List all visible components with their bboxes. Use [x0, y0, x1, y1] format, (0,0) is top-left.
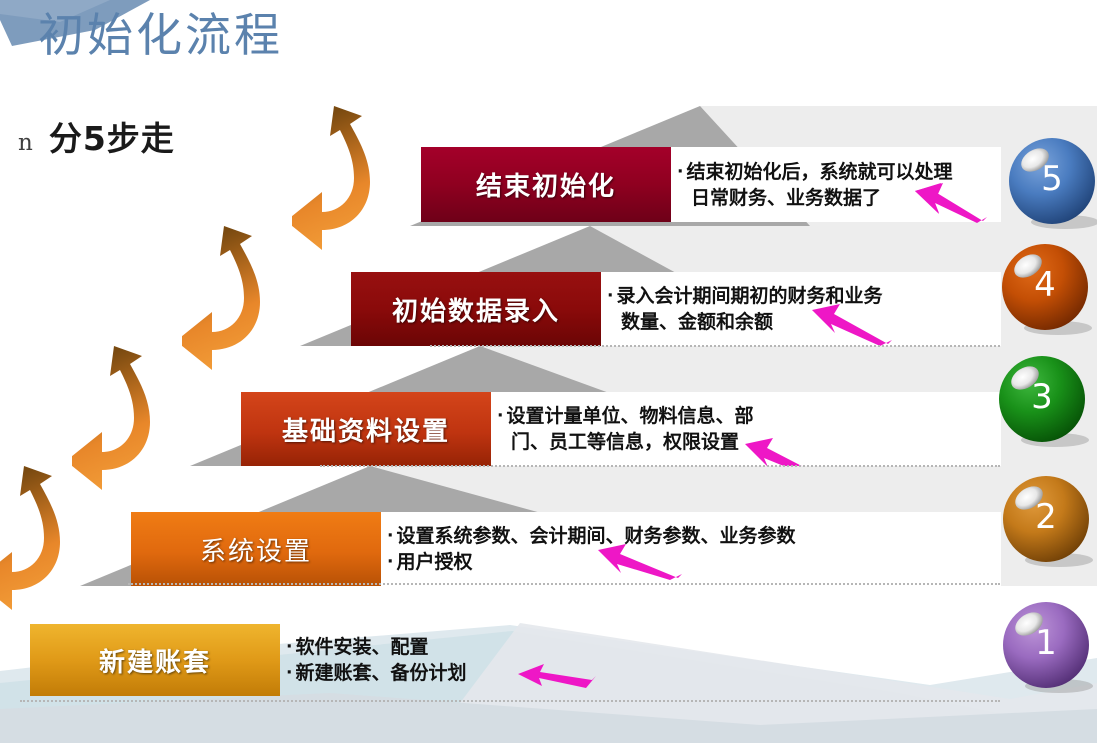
page-title: 初始化流程	[38, 8, 283, 62]
desc-text: 数量、金额和余额	[621, 311, 774, 333]
separator-line-2	[128, 583, 1000, 585]
step-1-number-sphere	[1003, 602, 1093, 693]
step-2-description-panel: · 设置系统参数、会计期间、财务参数、业务参数 · 用户授权	[381, 512, 1001, 586]
step-5-pointer-arrow	[915, 183, 987, 223]
step-1-number: 1	[1035, 623, 1057, 663]
desc-text: 用户授权	[396, 551, 473, 573]
desc-text: 设置系统参数、会计期间、财务参数、业务参数	[396, 525, 796, 547]
step-2-pointer-arrow	[598, 544, 682, 580]
step-5-description-panel: · 结束初始化后，系统就可以处理 日常财务、业务数据了	[671, 147, 1001, 222]
step-4-number: 4	[1034, 265, 1056, 305]
step-3-label: 基础资料设置	[281, 416, 450, 447]
bullet-dot: ·	[497, 406, 504, 426]
step-3-label-box[interactable]: 基础资料设置	[241, 392, 491, 466]
desc-text: 设置计量单位、物料信息、部	[506, 405, 754, 427]
step-5-label: 结束初始化	[475, 172, 616, 202]
step-5-desc-line-2: 日常财务、业务数据了	[677, 185, 1001, 211]
bullet-dot: ·	[286, 637, 293, 657]
step-1-desc-line-2: · 新建账套、备份计划	[286, 660, 640, 686]
bullet-dot: ·	[387, 526, 394, 546]
step-2-desc-line-1: · 设置系统参数、会计期间、财务参数、业务参数	[387, 523, 1001, 549]
step-4-number-sphere	[1002, 244, 1092, 335]
transition-arrow-4-to-5	[292, 106, 370, 250]
step-2-label-box[interactable]: 系统设置	[131, 512, 381, 586]
transition-arrow-3-to-4	[182, 226, 260, 370]
desc-text: 新建账套、备份计划	[295, 662, 467, 684]
step-1-pointer-arrow	[518, 664, 596, 688]
step-1-label: 新建账套	[98, 647, 211, 678]
step-2-number: 2	[1035, 497, 1057, 537]
subtitle-text: 分5步走	[48, 119, 175, 158]
step-5-label-box[interactable]: 结束初始化	[421, 147, 671, 222]
subtitle-bullet-marker: n	[18, 130, 33, 156]
step-4-desc-line-1: · 录入会计期间期初的财务和业务	[607, 283, 1001, 309]
step-5-desc-line-1: · 结束初始化后，系统就可以处理	[677, 159, 1001, 185]
step-1-desc-line-1: · 软件安装、配置	[286, 634, 640, 660]
step-3-number-sphere	[999, 356, 1089, 447]
step-2-number-sphere	[1003, 476, 1093, 567]
separator-line-3	[320, 465, 1000, 467]
step-2-label: 系统设置	[199, 536, 312, 567]
bullet-dot: ·	[387, 552, 394, 572]
desc-text: 日常财务、业务数据了	[691, 186, 882, 209]
transition-arrow-1-to-2	[0, 466, 60, 610]
desc-text: 软件安装、配置	[295, 636, 429, 658]
desc-text: 门、员工等信息，权限设置	[511, 431, 740, 453]
step-4-pointer-arrow	[812, 304, 892, 346]
step-2-desc-line-2: · 用户授权	[387, 549, 1001, 575]
desc-text: 结束初始化后，系统就可以处理	[686, 160, 953, 183]
step-5-number-sphere	[1009, 138, 1097, 229]
separator-line-4	[430, 345, 1000, 347]
step-3-number: 3	[1031, 377, 1053, 417]
step-3-desc-line-2: 门、员工等信息，权限设置	[497, 429, 1001, 455]
bullet-dot: ·	[677, 161, 684, 182]
step-4-label-box[interactable]: 初始数据录入	[351, 272, 601, 346]
separator-line-1	[20, 700, 1000, 702]
step-5-number: 5	[1041, 159, 1063, 199]
subtitle-row: n 分5步走	[18, 112, 175, 160]
desc-text: 录入会计期间期初的财务和业务	[616, 285, 883, 307]
bullet-dot: ·	[286, 663, 293, 683]
step-1-label-box[interactable]: 新建账套	[30, 624, 280, 696]
step-1-description-panel: · 软件安装、配置 · 新建账套、备份计划	[280, 624, 640, 696]
step-4-label: 初始数据录入	[391, 296, 560, 327]
transition-arrow-2-to-3	[72, 346, 150, 490]
step-3-description-panel: · 设置计量单位、物料信息、部 门、员工等信息，权限设置	[491, 392, 1001, 466]
step-4-desc-line-2: 数量、金额和余额	[607, 309, 1001, 335]
step-4-description-panel: · 录入会计期间期初的财务和业务 数量、金额和余额	[601, 272, 1001, 346]
step-3-desc-line-1: · 设置计量单位、物料信息、部	[497, 403, 1001, 429]
bullet-dot: ·	[607, 286, 614, 306]
